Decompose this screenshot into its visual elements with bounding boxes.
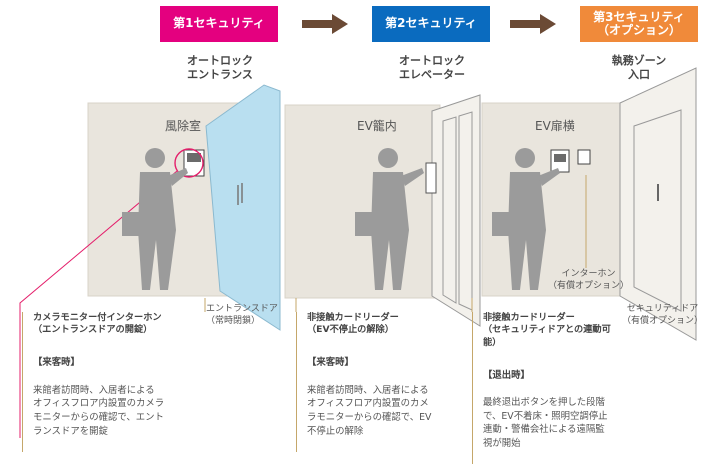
elevator-button-panel [425, 162, 437, 194]
room-label-3: EV扉横 [535, 119, 575, 133]
callout-1-heading: カメラモニター付インターホン （エントランスドアの開錠） [33, 312, 162, 336]
stage-2-label: 第2セキュリティ [385, 16, 477, 31]
callout-card-reader-door: 非接触カードリーダー （セキュリティドアとの連動可能） 【退出時】 最終退出ボタ… [472, 312, 623, 464]
highlight-ring [174, 148, 204, 178]
room-2-wall [284, 104, 441, 299]
callout-1-text: 来館者訪問時、入居者による オフィスフロア内設置のカメラ モニターからの確認で、… [33, 384, 165, 437]
stage-1-label: 第1セキュリティ [173, 16, 265, 31]
security-scene-diagram: 風除室 EV籠内 EV扉横 [19, 67, 697, 438]
card-reader-screen [554, 154, 566, 162]
intercom-note: インターホン （有償オプション） [548, 269, 630, 292]
right-arrow-icon [510, 14, 556, 34]
subtitle-2: オートロック エレベーター [399, 54, 465, 81]
stage-3-label: 第3セキュリティ （オプション） [593, 9, 685, 37]
security-door [633, 109, 682, 312]
callout-3-subheading: 【退出時】 [483, 369, 530, 381]
entrance-door-glass [205, 84, 281, 331]
right-arrow-icon [302, 14, 348, 34]
person-silhouette-3 [492, 148, 560, 290]
stage-1-badge: 第1セキュリティ [160, 6, 278, 42]
intercom-unit [577, 149, 591, 165]
person-silhouette-1 [122, 148, 188, 290]
callout-1-subheading: 【来客時】 [33, 357, 80, 369]
person-silhouette-2 [355, 148, 424, 290]
room-label-2: EV籠内 [357, 118, 397, 133]
callout-3-heading: 非接触カードリーダー （セキュリティドアとの連動可能） [483, 312, 611, 348]
subtitle-3: 執務ゾーン 入口 [611, 54, 667, 81]
callout-card-reader-ev: 非接触カードリーダー （EV不停止の解除） 【来客時】 来館者訪問時、入居者によ… [296, 312, 467, 452]
subtitle-1: オートロック エントランス [187, 54, 253, 81]
callout-intercom: カメラモニター付インターホン （エントランスドアの開錠） 【来客時】 来館者訪問… [22, 312, 203, 452]
security-door-note: セキュリティドア （有償オプション） [622, 304, 704, 327]
room-3-side-wall [619, 67, 697, 341]
room-label-1: 風除室 [165, 118, 201, 133]
callout-2-subheading: 【来客時】 [307, 357, 354, 369]
entrance-door-note: エントランスドア （常時閉鎖） [206, 304, 278, 327]
stage-3-badge: 第3セキュリティ （オプション） [580, 6, 698, 42]
arrow-shape [302, 14, 348, 34]
arrow-shape [510, 14, 556, 34]
intercom-screen [187, 153, 201, 162]
elevator-door-left [442, 116, 457, 304]
callout-3-text: 最終退出ボタンを押した段階 で、EV不着床・照明空調停止 連動・警備会社による遠… [483, 397, 608, 450]
stage-2-badge: 第2セキュリティ [372, 6, 490, 42]
callout-2-heading: 非接触カードリーダー （EV不停止の解除） [307, 312, 399, 336]
callout-2-text: 来館者訪問時、入居者による オフィスフロア内設置のカメ ラモニターからの確認で、… [307, 384, 432, 437]
